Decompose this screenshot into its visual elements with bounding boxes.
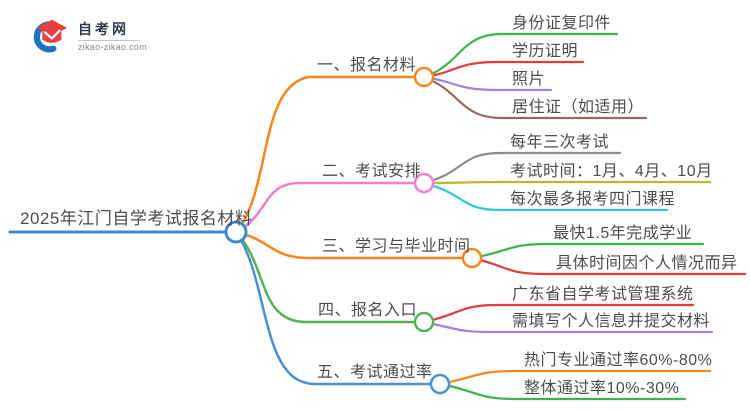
subitem-5-2-connector [438, 382, 687, 401]
subitem-5-2-label: 整体通过率10%-30% [524, 380, 680, 397]
subitem-1-1-connector [422, 32, 619, 79]
subitem-3-1-connector [470, 242, 705, 260]
subitem-5-1-connector [438, 369, 712, 386]
site-url: zikao-zikao.com [78, 42, 148, 52]
branch-1-connector [234, 75, 426, 234]
site-logo[interactable]: 自考网 zikao-zikao.com [28, 14, 147, 56]
branch-2-label: 二、考试安排 [322, 163, 422, 180]
subitem-2-1-label: 每年三次考试 [510, 134, 610, 151]
subitem-4-2-connector [422, 320, 714, 334]
branch-3-connector [234, 230, 474, 260]
subitem-1-3-label: 照片 [512, 71, 546, 88]
graduation-cap-icon [33, 19, 68, 53]
subitem-4-2-label: 需填写个人信息并提交材料 [512, 313, 711, 330]
branch-1-label: 一、报名材料 [317, 57, 417, 74]
branch-1-node-circle [413, 66, 435, 88]
logo-text-block: 自考网 zikao-zikao.com [78, 14, 147, 53]
branch-2-connector [234, 181, 426, 234]
subitem-4-1-label: 广东省自学考试管理系统 [512, 286, 694, 303]
branch-4-label: 四、报名入口 [318, 302, 418, 319]
subitem-2-3-connector [422, 181, 669, 212]
branch-3-label: 三、学习与毕业时间 [322, 238, 471, 255]
branch-2-node-circle [413, 172, 435, 194]
subitem-3-2-connector [470, 256, 747, 276]
branch-5-label: 五、考试通过率 [317, 364, 433, 381]
subitem-3-1-label: 最快1.5年完成学业 [553, 225, 693, 242]
branch-3-node-circle [461, 247, 483, 269]
subitem-1-1-label: 身份证复印件 [512, 15, 612, 32]
subitem-2-3-label: 每次最多报考四门课程 [510, 191, 676, 208]
subitem-1-4-connector [422, 75, 648, 120]
subitem-1-4-label: 居住证（如适用） [512, 99, 645, 116]
subitem-4-1-connector [422, 303, 695, 324]
subitem-5-1-label: 热门专业通过率60%-80% [524, 352, 713, 369]
root-node-label: 2025年江门自学考试报名材料 [20, 209, 253, 228]
subitem-1-3-connector [422, 75, 553, 92]
logo-divider [78, 40, 140, 41]
subitem-2-1-connector [422, 151, 622, 185]
branch-5-node-circle [429, 373, 451, 395]
root-node-circle [224, 220, 248, 244]
subitem-1-2-connector [422, 60, 585, 79]
branch-4-connector [234, 230, 426, 324]
subitem-2-2-connector [422, 180, 712, 185]
branch-5-connector [234, 230, 442, 386]
branch-4-node-circle [413, 311, 435, 333]
logo-cap-check [44, 29, 61, 40]
subitem-3-2-label: 具体时间因个人情况而异 [556, 255, 738, 272]
subitem-2-2-label: 考试时间：1月、4月、10月 [510, 163, 713, 180]
subitem-1-2-label: 学历证明 [512, 43, 579, 60]
site-name: 自考网 [78, 21, 129, 37]
